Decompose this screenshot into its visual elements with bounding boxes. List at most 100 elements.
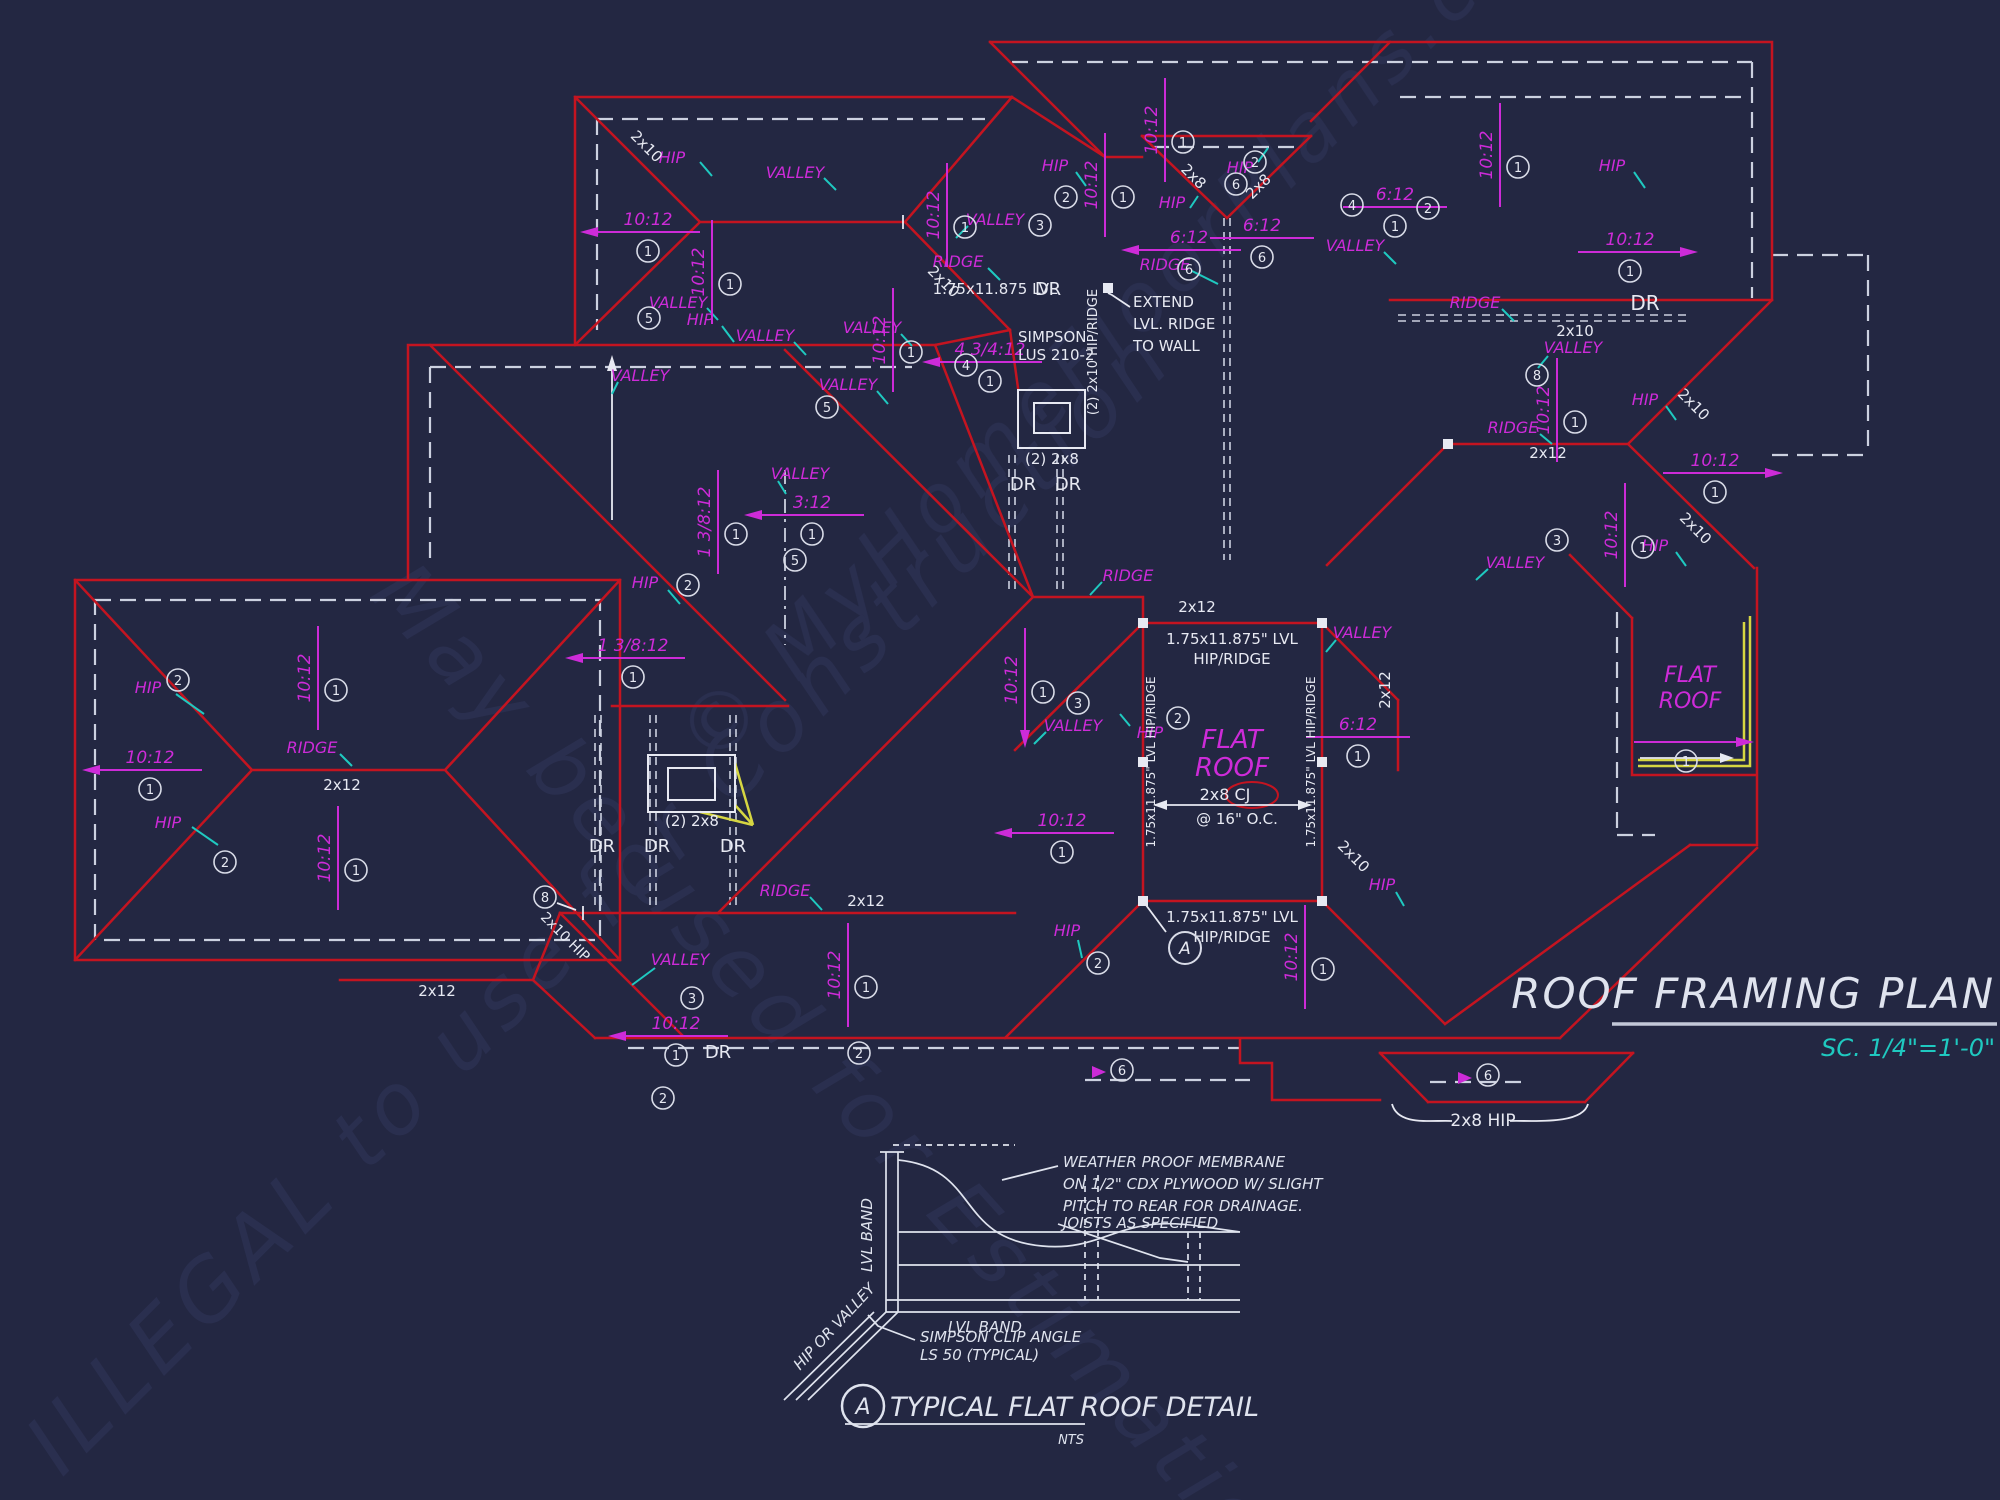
keynote-badge: 6 (1224, 172, 1248, 196)
leader-label-ridge: RIDGE (933, 252, 1001, 281)
svg-text:10:12: 10:12 (1691, 451, 1740, 471)
svg-text:VALLEY: VALLEY (1326, 236, 1386, 255)
svg-text:1: 1 (332, 684, 340, 699)
svg-text:2: 2 (855, 1047, 863, 1062)
keynote-badge: 5 (637, 306, 661, 330)
flat-roof-yellow-lines (699, 616, 1752, 827)
svg-text:10:12: 10:12 (1606, 230, 1655, 250)
slope-marker: 10:12 1 (1282, 905, 1335, 1009)
detail-hip-or-valley-label: HIP OR VALLEY (790, 1278, 880, 1373)
svg-text:5: 5 (645, 312, 653, 327)
svg-text:1: 1 (1571, 416, 1579, 431)
leader-label-valley: VALLEY (736, 326, 807, 356)
svg-text:1: 1 (986, 375, 994, 390)
svg-text:2: 2 (1174, 712, 1182, 727)
slope-marker: 10:121 (1663, 451, 1783, 504)
svg-text:VALLEY: VALLEY (771, 464, 831, 483)
svg-text:HIP: HIP (1227, 158, 1254, 177)
svg-text:HIP: HIP (1042, 156, 1069, 175)
svg-text:HIP: HIP (1369, 875, 1396, 894)
cad-text: TO WALL (1132, 337, 1200, 355)
svg-text:10:12: 10:12 (315, 834, 335, 883)
slope-marker: 6:126 (1121, 228, 1241, 281)
leader-label-hip: HIP (1054, 921, 1083, 959)
leader-label-valley: VALLEY (819, 375, 889, 405)
white-helper-lines (556, 215, 1734, 1122)
flat-roof-label: ROOF (1659, 689, 1722, 714)
svg-text:10:12: 10:12 (1602, 511, 1622, 560)
cad-text: LUS 210-2 (1018, 346, 1094, 364)
svg-text:HIP: HIP (659, 148, 686, 167)
detail-simpson-line-1: SIMPSON CLIP ANGLE (920, 1328, 1082, 1346)
detail-membrane-note-1: WEATHER PROOF MEMBRANE (1063, 1153, 1286, 1171)
slope-marker: 10:121 (608, 1014, 728, 1067)
cad-text: 2x8 CJ (1200, 785, 1251, 804)
svg-text:4: 4 (1348, 199, 1356, 214)
svg-text:HIP: HIP (1632, 390, 1659, 409)
dropped-beam-lines (594, 218, 1688, 905)
svg-text:1 3/8:12: 1 3/8:12 (598, 636, 669, 656)
detail-lvl-band-horizontal: LVL BAND (948, 1318, 1022, 1336)
svg-text:4 3/4:12: 4 3/4:12 (955, 340, 1026, 360)
leader-label-valley: VALLEY (843, 318, 913, 347)
keynote-badge: 8 (533, 885, 557, 909)
cad-text: (2) 2x8 (1025, 450, 1079, 468)
detail-simpson-line-2: LS 50 (TYPICAL) (920, 1346, 1039, 1364)
detail-lvl-band-vertical: LVL BAND (858, 1198, 876, 1272)
detail-membrane-note-3: PITCH TO REAR FOR DRAINAGE. (1063, 1197, 1303, 1215)
detail-joists-note: JOISTS AS SPECIFIED (1060, 1214, 1218, 1232)
svg-text:VALLEY: VALLEY (843, 318, 903, 337)
keynote-badge: 2 (1166, 706, 1190, 730)
svg-text:HIP: HIP (1599, 156, 1626, 175)
keynote-badge: 5 (815, 395, 839, 419)
plan-detail-callout: A (1168, 931, 1202, 965)
svg-text:2: 2 (684, 579, 692, 594)
leader-label-hip: HIP (155, 813, 219, 846)
svg-text:2: 2 (1424, 202, 1432, 217)
cad-text: 1.75x11.875 LVL (933, 280, 1058, 298)
slope-marker: 1 (1634, 737, 1754, 773)
keynote-badge: 2 (847, 1041, 871, 1065)
detail-title: TYPICAL FLAT ROOF DETAIL (890, 1392, 1259, 1423)
keynote-badge: 2 (166, 668, 190, 692)
cad-text: 1.75x11.875" LVL HIP/RIDGE (1304, 676, 1318, 847)
svg-text:RIDGE: RIDGE (1488, 418, 1540, 437)
cad-text: DR (1010, 474, 1036, 495)
keynote-badge: 4 (954, 353, 978, 377)
leader-label-hip: HIP (1042, 156, 1087, 187)
cad-text: DR (705, 1042, 731, 1063)
leader-label-hip: HIP (632, 573, 681, 605)
slope-marker: 3:121 (744, 493, 864, 546)
watermark: © MyHomeFloorPlans.com ILLEGAL to use fo… (7, 0, 1603, 1500)
slope-marker: 6:121 (1343, 185, 1447, 238)
leader-label-ridge: RIDGE (1450, 293, 1515, 322)
svg-text:VALLEY: VALLEY (611, 366, 671, 385)
svg-text:10:12: 10:12 (1534, 386, 1554, 435)
keynote-badge: 3 (1028, 213, 1052, 237)
svg-text:6:12: 6:12 (1339, 715, 1377, 735)
svg-text:VALLEY: VALLEY (966, 210, 1026, 229)
leader-label-ridge: RIDGE (1089, 566, 1154, 596)
cad-text: 2x12 (1178, 598, 1216, 616)
svg-text:10:12: 10:12 (1282, 933, 1302, 982)
svg-text:3:12: 3:12 (793, 493, 831, 513)
slope-marker: 10:121 (82, 748, 202, 801)
svg-text:1: 1 (1319, 963, 1327, 978)
svg-text:5: 5 (791, 554, 799, 569)
flag-tick (1092, 1066, 1106, 1078)
leader-label-hip: HIP (687, 310, 735, 343)
keynote-badge: 3 (1545, 528, 1569, 552)
title-block: ROOF FRAMING PLAN SC. 1/4"=1'-0" (1511, 969, 1997, 1062)
flag-tick (1458, 1072, 1472, 1084)
svg-text:1: 1 (644, 245, 652, 260)
cad-text: 2x10 (1674, 385, 1713, 424)
keynote-badge: 5 (783, 548, 807, 572)
leader-label-hip: HIP (1119, 713, 1164, 742)
svg-text:6: 6 (1258, 251, 1266, 266)
